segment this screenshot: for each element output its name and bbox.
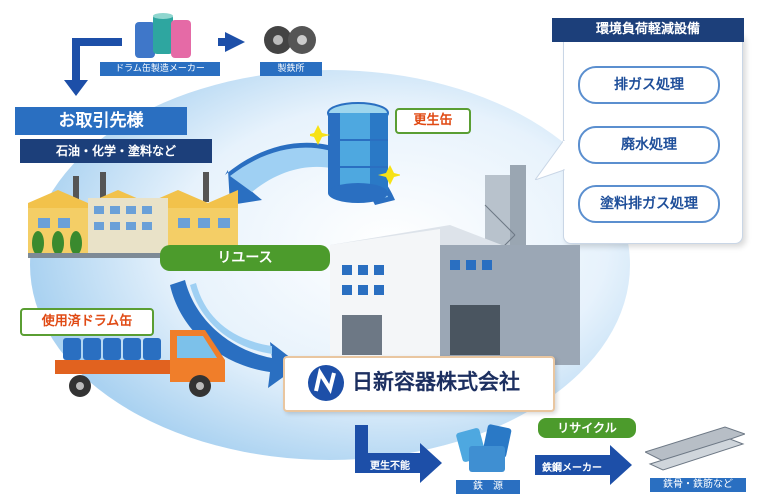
env-panel-title: 環境負荷軽減設備 [552, 18, 744, 42]
unusable-label: 更生不能 [370, 461, 410, 472]
company-logo-icon [306, 363, 346, 403]
drum-stack-icon [133, 10, 195, 60]
company-name: 日新容器株式会社 [352, 370, 520, 394]
company-plant-illustration [330, 165, 600, 365]
products-label: 鉄骨・鉄筋など [650, 478, 746, 492]
reconditioned-drum-icon [306, 95, 402, 205]
drum-maker-label: ドラム缶製造メーカー [100, 62, 220, 76]
steel-beams-icon [643, 422, 747, 472]
used-drums-tag: 使用済ドラム缶 [20, 308, 154, 336]
top-flow-arrows [64, 32, 245, 96]
customers-subtitle: 石油・化学・塗料など [20, 139, 212, 163]
steel-plant-label: 製鉄所 [260, 62, 322, 76]
customers-title: お取引先様 [15, 107, 187, 135]
reconditioned-drum-tag: 更生缶 [395, 108, 471, 134]
truck-illustration [55, 320, 235, 405]
steel-coil-icon [262, 18, 320, 58]
env-item-paint-exhaust: 塗料排ガス処理 [578, 185, 720, 223]
reuse-label: リユース [160, 245, 330, 271]
env-panel-pointer [535, 140, 567, 180]
iron-source-label: 鉄 源 [456, 480, 520, 494]
scrap-drums-icon [455, 420, 519, 476]
recycle-label: リサイクル [538, 418, 636, 438]
steel-maker-label: 鉄鋼メーカー [542, 463, 602, 474]
bottom-flow-arrows [355, 425, 632, 485]
env-item-wastewater: 廃水処理 [578, 126, 720, 164]
env-item-exhaust: 排ガス処理 [578, 66, 720, 104]
